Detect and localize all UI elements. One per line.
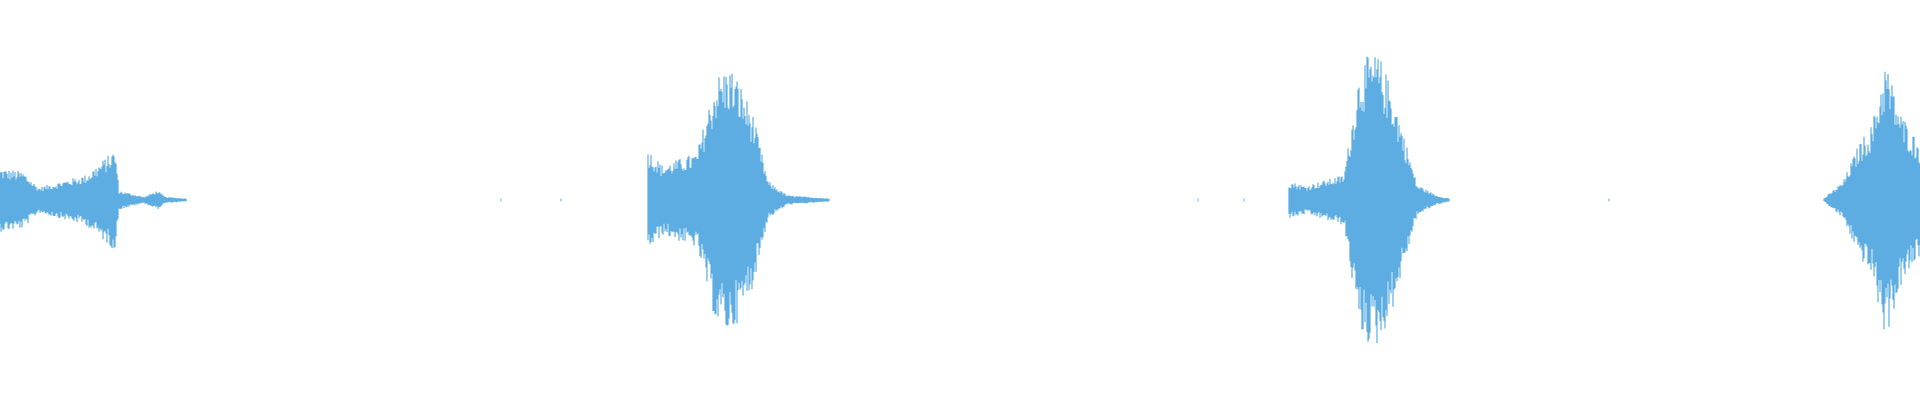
waveform-bursts	[0, 56, 1920, 343]
waveform-burst-4	[1823, 71, 1920, 330]
waveform-burst-2	[647, 73, 830, 326]
waveform-burst-1	[0, 154, 187, 249]
waveform-burst-3	[1288, 56, 1450, 343]
